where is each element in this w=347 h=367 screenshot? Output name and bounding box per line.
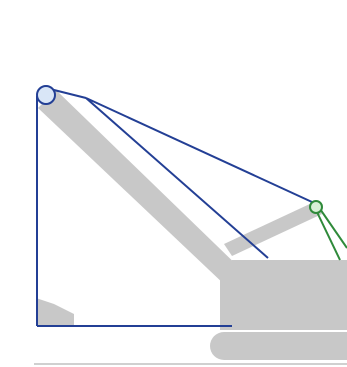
upper-works <box>220 260 347 330</box>
mast <box>224 202 322 256</box>
crawler-track <box>210 332 347 360</box>
boom <box>38 90 246 286</box>
green-rope <box>315 205 347 261</box>
hoist-line <box>36 96 232 327</box>
bucket <box>36 298 74 326</box>
boom-tip-sheave <box>36 85 56 105</box>
mast-top-sheave <box>309 200 323 214</box>
